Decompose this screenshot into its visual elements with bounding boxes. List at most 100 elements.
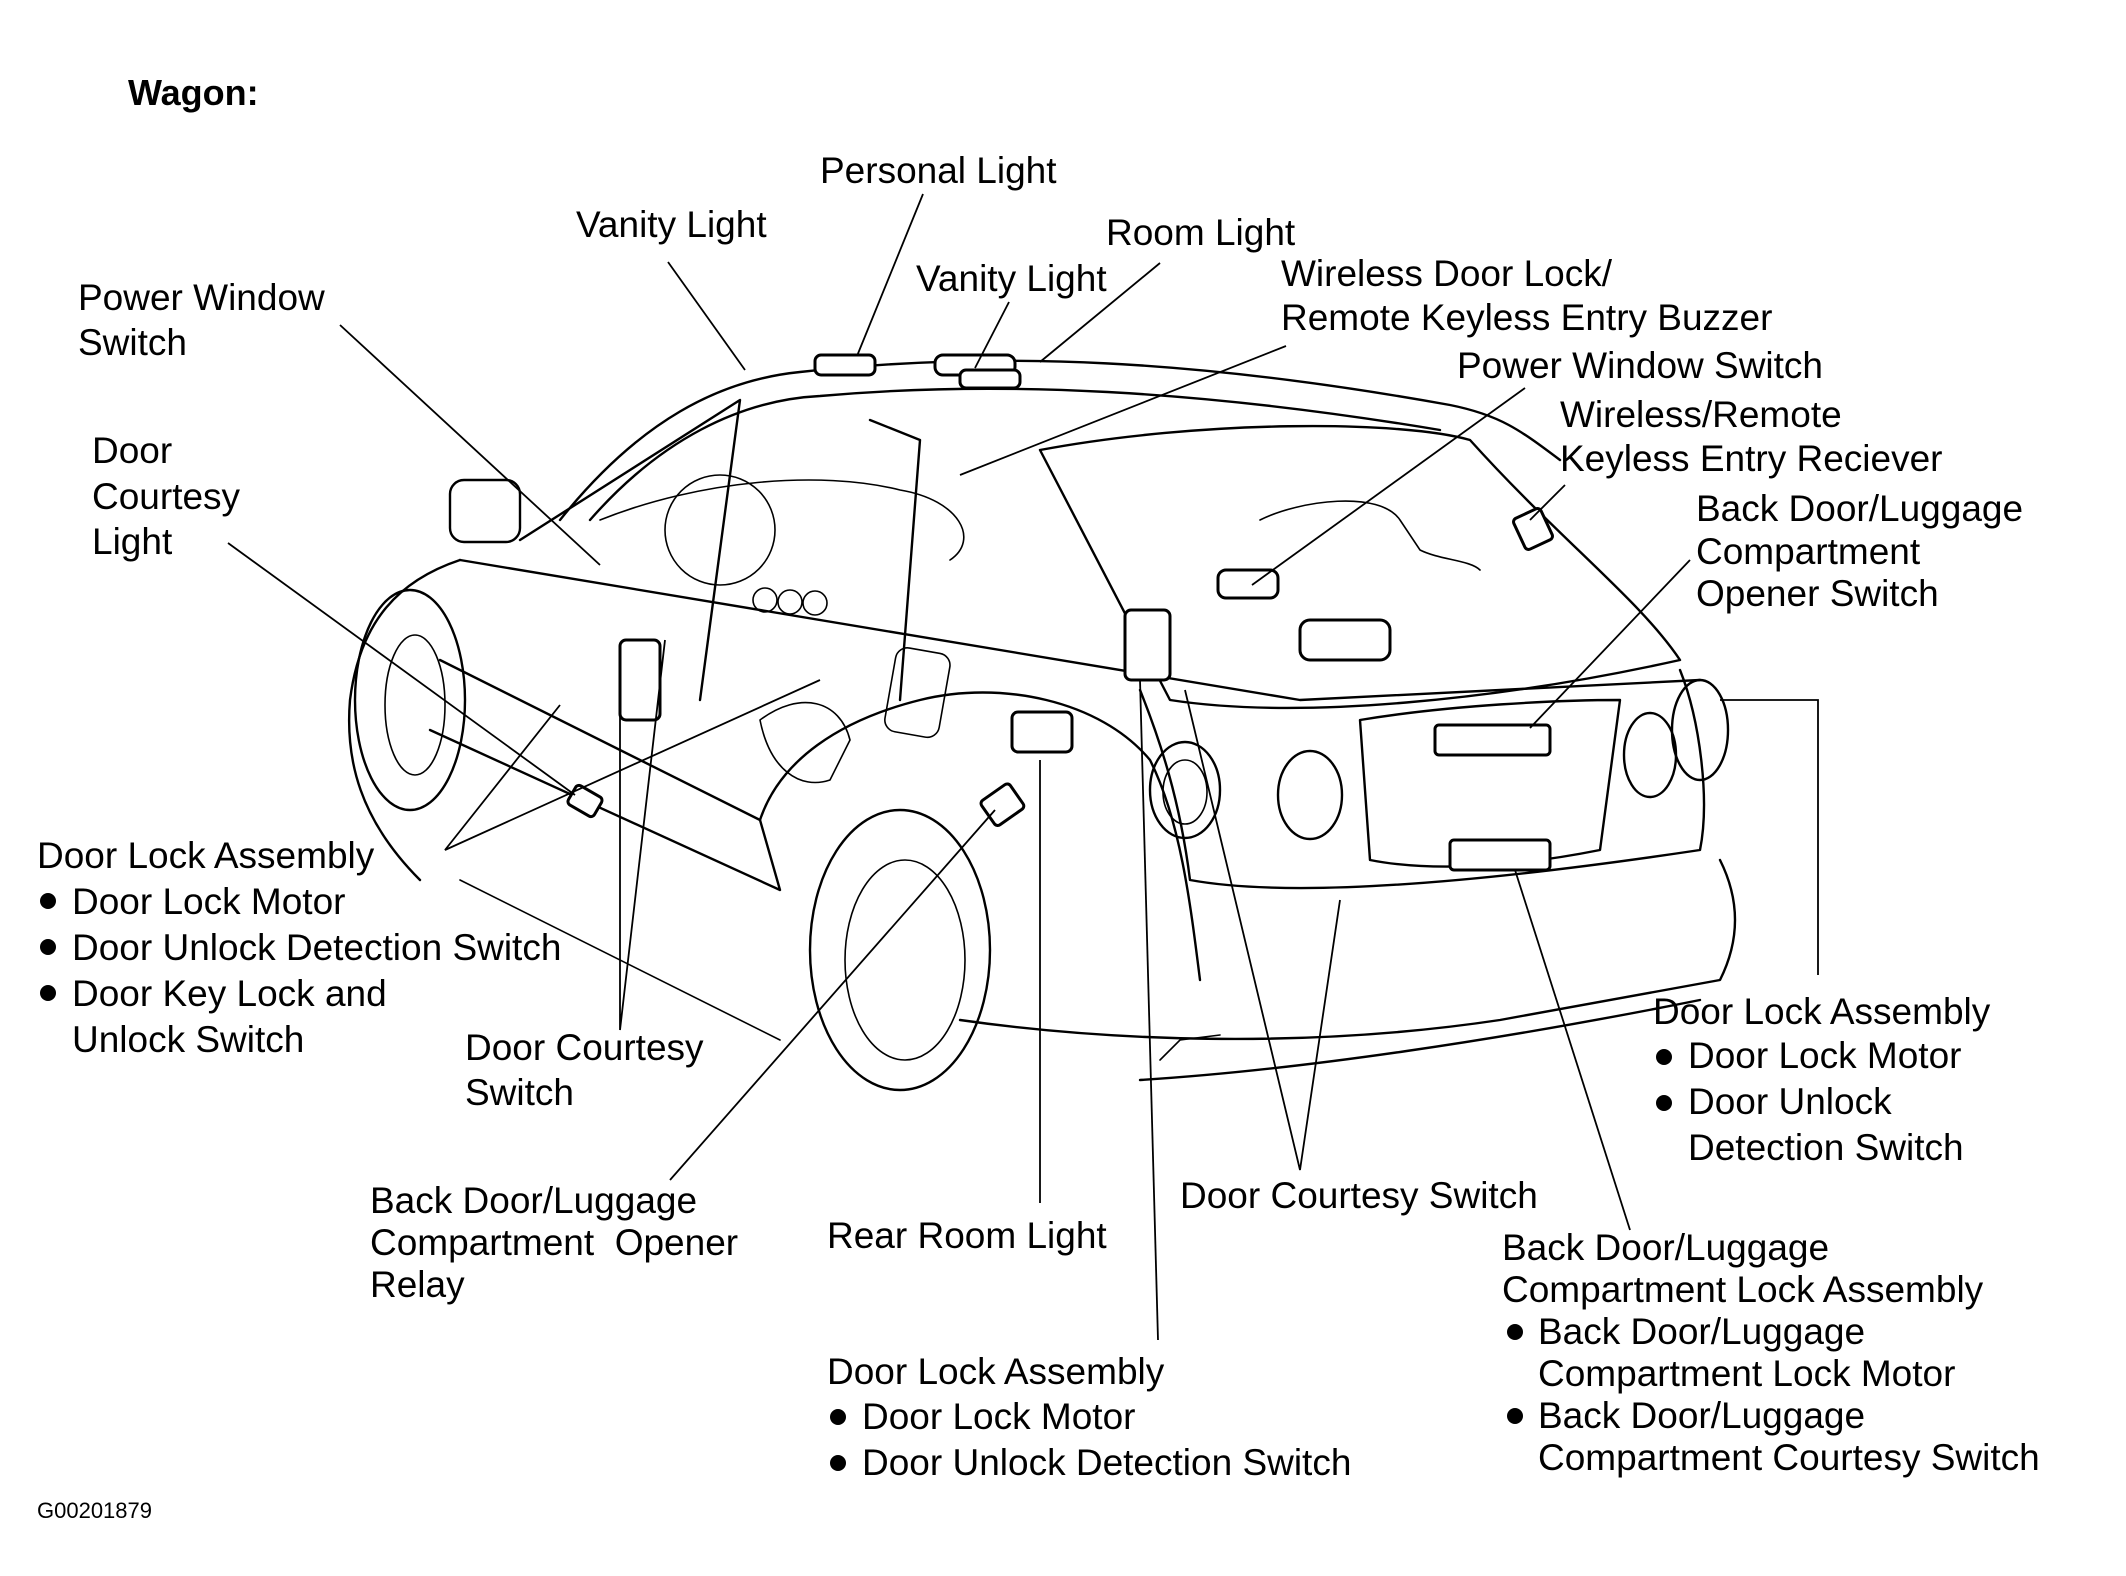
assembly-rear-door-lock-bottom: Door Lock Assembly Door Lock Motor Door …	[827, 1351, 1351, 1483]
leader-personal-light	[856, 193, 924, 357]
courtesy-light-part	[566, 783, 604, 819]
leader-room-light	[1039, 262, 1161, 363]
label-wireless-buzzer: Wireless Door Lock/ Remote Keyless Entry…	[1281, 253, 1772, 338]
label-door-courtesy-light: Door Courtesy Light	[92, 430, 241, 562]
bullet-icon	[40, 893, 56, 909]
assembly-item: Door Unlock Detection Switch	[862, 1442, 1351, 1483]
front-wheel	[353, 588, 467, 812]
label-room-light: Room Light	[1106, 212, 1296, 253]
dashboard	[599, 479, 965, 561]
label-vanity-light-front: Vanity Light	[576, 204, 767, 245]
bullet-icon	[1656, 1095, 1672, 1111]
leader-back-door-lock	[1514, 869, 1631, 1231]
license-recess	[1358, 698, 1622, 868]
rear-hatch-lower	[1138, 668, 1706, 890]
leader-rear-door-lock-right	[1720, 699, 1819, 975]
back-door-lock-part	[1448, 838, 1552, 872]
rear-bumper	[958, 858, 1737, 1041]
label-line: Wireless Door Lock/	[1281, 253, 1613, 294]
leader-vanity-light-front	[667, 261, 746, 371]
label-line: Door	[92, 430, 172, 471]
assembly-item: Door Lock Motor	[1688, 1035, 1962, 1076]
label-personal-light: Personal Light	[820, 150, 1057, 191]
bullet-icon	[1656, 1049, 1672, 1065]
tail-light-right-outer	[1670, 678, 1730, 782]
assembly-item: Unlock Switch	[72, 1019, 304, 1060]
receiver-part	[1512, 507, 1554, 551]
label-wireless-receiver: Wireless/Remote Keyless Entry Reciever	[1560, 394, 1942, 479]
assembly-heading: Back Door/Luggage	[1502, 1227, 1829, 1268]
assembly-heading: Door Lock Assembly	[1653, 991, 1991, 1032]
fuel-door	[884, 647, 951, 739]
label-line: Vanity Light	[576, 204, 767, 245]
rear-door-lock-part	[1123, 608, 1172, 682]
assembly-heading: Compartment Lock Assembly	[1502, 1269, 1984, 1310]
front-fender	[347, 558, 462, 882]
label-line: Back Door/Luggage	[370, 1180, 697, 1221]
assembly-rear-door-lock-right: Door Lock Assembly Door Lock Motor Door …	[1653, 991, 1991, 1168]
assembly-item: Compartment Courtesy Switch	[1538, 1437, 2040, 1478]
label-line: Back Door/Luggage	[1696, 488, 2023, 529]
figure-id: G00201879	[37, 1498, 152, 1523]
label-line: Wireless/Remote	[1560, 394, 1842, 435]
rear-wheel-hub	[844, 859, 966, 1061]
front-door-lock-part	[618, 638, 662, 722]
label-line: Remote Keyless Entry Buzzer	[1281, 297, 1772, 338]
rear-window	[1038, 424, 1682, 710]
label-line: Personal Light	[820, 150, 1057, 191]
label-rear-room-light: Rear Room Light	[827, 1215, 1107, 1256]
label-line: Rear Room Light	[827, 1215, 1107, 1256]
roof-rail	[588, 387, 1442, 522]
leader-vanity-light-rear	[974, 301, 1010, 369]
leader-buzzer	[959, 345, 1287, 476]
bullet-icon	[830, 1409, 846, 1425]
bullet-icon	[40, 939, 56, 955]
leader-power-window-left	[339, 324, 601, 566]
label-line: Switch	[465, 1072, 574, 1113]
vanity-light-part	[958, 368, 1022, 390]
rear-bumper-lower	[1138, 998, 1702, 1082]
leader-lines	[227, 193, 1819, 1341]
b-pillar	[868, 418, 922, 702]
leader-opener-relay	[669, 809, 996, 1181]
assembly-back-door-lock: Back Door/Luggage Compartment Lock Assem…	[1502, 1227, 2040, 1478]
bullet-icon	[1507, 1324, 1523, 1340]
label-line: Opener Switch	[1696, 573, 1939, 614]
vent-1	[752, 587, 778, 613]
steering-wheel	[664, 474, 776, 586]
side-mirror	[448, 478, 522, 544]
leader-front-door-lock	[444, 679, 821, 851]
assembly-item: Back Door/Luggage	[1538, 1311, 1865, 1352]
opener-switch-part	[1433, 723, 1552, 757]
car-illustration	[347, 353, 1737, 1092]
rear-room-light-part	[1010, 710, 1074, 754]
tail-light-center-left	[1276, 749, 1344, 841]
label-door-courtesy-switch-left: Door Courtesy Switch	[465, 1027, 704, 1113]
leader-door-courtesy-switch-left	[619, 639, 666, 1031]
bullet-icon	[1507, 1408, 1523, 1424]
assembly-item: Back Door/Luggage	[1538, 1395, 1865, 1436]
label-line: Switch	[78, 322, 187, 363]
label-line: Door Courtesy Switch	[1180, 1175, 1538, 1216]
assembly-front-door-lock: Door Lock Assembly Door Lock Motor Door …	[37, 835, 561, 1060]
tail-light-left-inner	[1162, 759, 1208, 825]
label-power-window-switch-left: Power Window Switch	[78, 277, 325, 363]
power-window-switch-rear-part	[1216, 568, 1280, 600]
label-line: Compartment	[1696, 531, 1921, 572]
label-line: Power Window Switch	[1457, 345, 1823, 386]
label-back-door-opener-switch: Back Door/Luggage Compartment Opener Swi…	[1696, 488, 2023, 614]
label-door-courtesy-switch-right: Door Courtesy Switch	[1180, 1175, 1538, 1216]
tail-light-center-right	[1622, 711, 1678, 799]
label-line: Power Window	[78, 277, 325, 318]
label-power-window-switch-right: Power Window Switch	[1457, 345, 1823, 386]
label-line: Light	[92, 521, 173, 562]
rear-reflector	[1159, 1034, 1221, 1061]
vent-2	[777, 589, 803, 615]
hatch-mechanism-part	[1298, 618, 1392, 662]
label-vanity-light-rear: Vanity Light	[916, 258, 1107, 299]
leader-receiver	[1529, 484, 1566, 521]
tail-light-left-outer	[1148, 740, 1222, 840]
front-seat	[759, 701, 851, 784]
diagram-title: Wagon:	[128, 72, 259, 113]
